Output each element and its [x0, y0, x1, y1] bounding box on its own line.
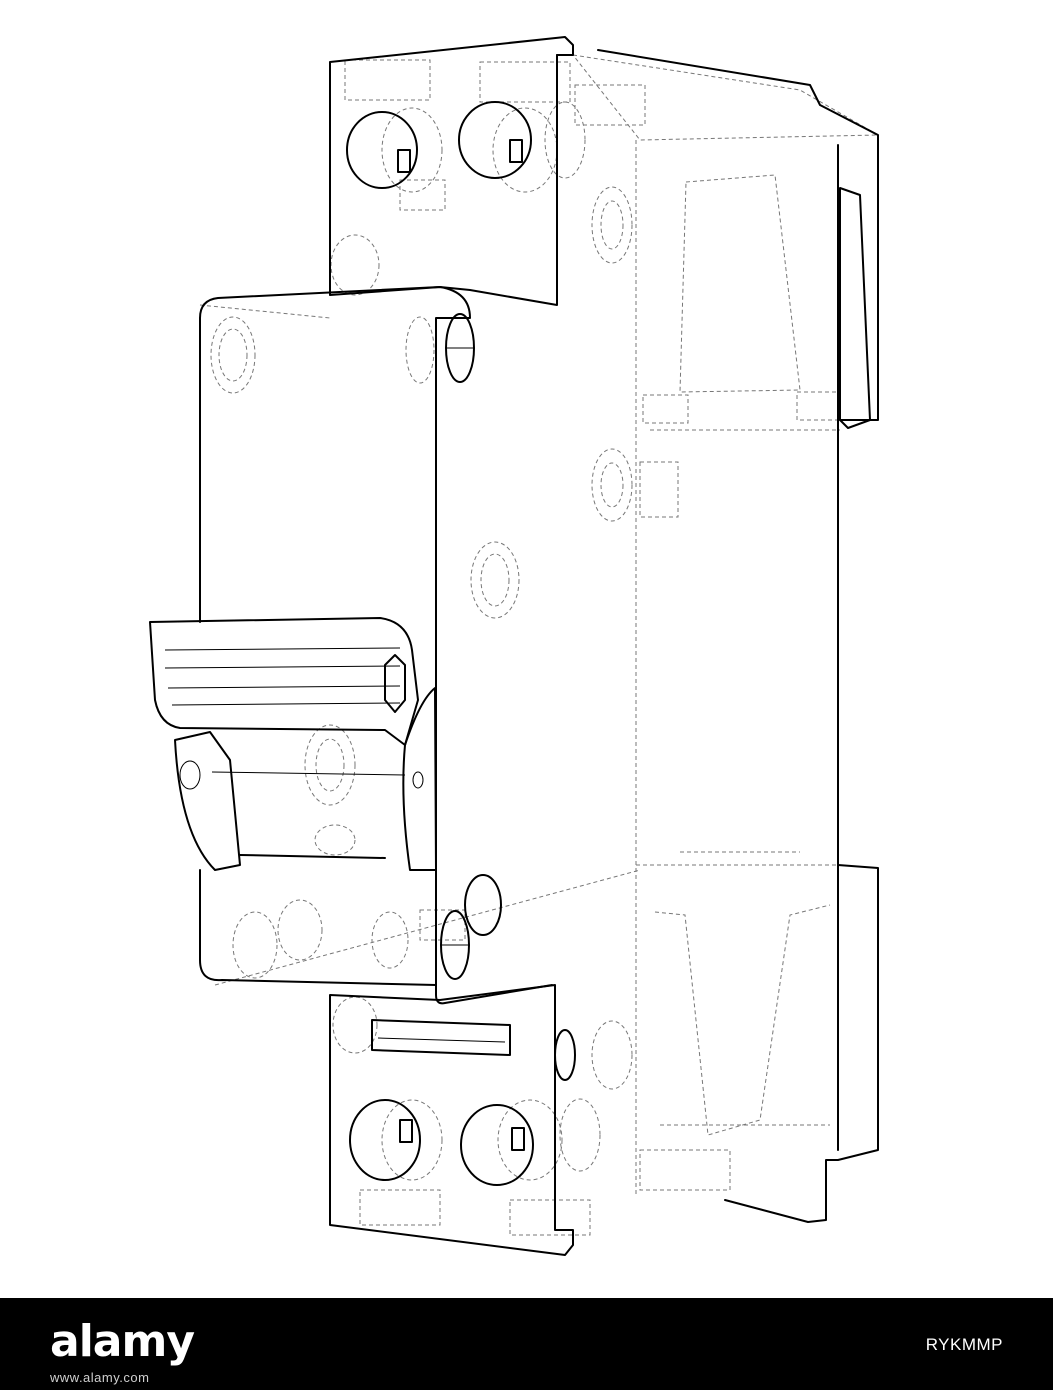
- top-screw-slot-right: [509, 139, 523, 163]
- side-latch-hidden: [639, 461, 679, 518]
- lever-ridge-1: [164, 647, 401, 651]
- upper-window-hidden: [679, 174, 801, 393]
- front-plate-left-lower: [199, 869, 437, 986]
- center-bore: [470, 541, 520, 619]
- wireframe-drawing: [149, 36, 880, 1256]
- side-bore-mid-inner: [600, 462, 624, 508]
- image-id: RYKMMP: [925, 1335, 1003, 1354]
- top-terminal-hole-left: [346, 111, 418, 189]
- watermark-footer: alamy www.alamy.com RYKMMP: [0, 1298, 1053, 1390]
- lever-housing-curve: [402, 687, 437, 871]
- side-bore-top: [591, 186, 633, 264]
- upper-plate-bore: [330, 234, 380, 296]
- top-terminal-box-d: [399, 179, 446, 211]
- upper-window-base-left: [642, 394, 689, 424]
- bottom-terminal-ring-c: [559, 1098, 601, 1172]
- top-terminal-box-b: [479, 61, 571, 103]
- bottom-terminal-ring-b: [497, 1099, 563, 1181]
- front-bore-top-right: [405, 316, 435, 384]
- front-oval-slot-top: [445, 313, 475, 383]
- mechanism-roller-right: [371, 911, 409, 969]
- lever-ridge-4: [171, 702, 401, 706]
- front-bore-top-left-inner: [218, 328, 248, 382]
- lever-arm: [174, 731, 241, 871]
- top-face-hidden: [571, 54, 880, 141]
- mechanism-cam: [314, 824, 356, 856]
- body-lower-right: [724, 864, 879, 1223]
- front-plate-outline: [199, 286, 553, 1005]
- brand-logo: alamy: [50, 1316, 195, 1367]
- upper-window-base-right: [796, 391, 840, 421]
- lever-bore: [304, 724, 356, 806]
- front-oval-slot-bottom: [440, 910, 470, 980]
- bottom-terminal-hole-left: [349, 1099, 421, 1181]
- hidden-lines: [199, 54, 880, 1236]
- top-terminal-ring-a: [381, 107, 443, 193]
- lower-plate-slot: [371, 1019, 511, 1056]
- visible-lines: [149, 36, 879, 1256]
- side-bore-top-inner: [600, 200, 624, 250]
- bottom-screw-slot-right: [511, 1127, 525, 1151]
- watermark-url: www.alamy.com: [50, 1370, 150, 1385]
- top-terminal-box-c: [574, 84, 646, 126]
- top-terminal-hole-right: [458, 101, 532, 179]
- toggle-lever-head: [149, 617, 419, 746]
- side-bore-bottom: [591, 1020, 633, 1090]
- lower-plate-bore: [332, 996, 378, 1054]
- mechanism-roller-mid: [277, 899, 323, 961]
- lower-plate-pin: [554, 1029, 576, 1081]
- body-top-right-edge: [597, 49, 879, 421]
- bottom-terminal-ring-a: [381, 1099, 443, 1181]
- lever-bore-inner: [315, 738, 345, 792]
- front-bore-top-left: [210, 316, 256, 394]
- mechanism-baseline: [214, 869, 641, 986]
- lower-v-feature: [654, 904, 831, 1136]
- front-round-hole-bottom: [464, 874, 502, 936]
- side-bore-mid: [591, 448, 633, 522]
- lever-small-hole: [412, 771, 424, 789]
- bottom-terminal-box-d: [419, 909, 466, 941]
- top-terminal-box-a: [344, 59, 431, 101]
- upper-terminal-plate: [329, 36, 574, 306]
- lower-plate-slot-inner: [377, 1037, 506, 1043]
- lever-ridge-3: [167, 685, 401, 689]
- bottom-terminal-hole-right: [460, 1104, 534, 1186]
- front-top-hidden: [199, 304, 331, 319]
- top-terminal-ring-c: [544, 101, 586, 179]
- mechanism-roller-left: [232, 911, 278, 979]
- lower-terminal-plate: [329, 984, 574, 1256]
- lever-base-line: [239, 854, 386, 859]
- center-bore-inner: [480, 553, 510, 607]
- bottom-terminal-box-a: [359, 1189, 441, 1226]
- bottom-screw-slot-left: [399, 1119, 413, 1143]
- lever-axis-end: [179, 760, 201, 790]
- lever-pin: [384, 654, 406, 713]
- side-test-tab: [839, 187, 871, 429]
- bottom-terminal-box-b: [509, 1199, 591, 1236]
- lever-axis-line: [211, 771, 406, 776]
- top-screw-slot-left: [397, 149, 411, 173]
- circuit-breaker-outline: [149, 36, 880, 1256]
- lever-ridge-2: [164, 665, 401, 669]
- bottom-terminal-box-c: [639, 1149, 731, 1191]
